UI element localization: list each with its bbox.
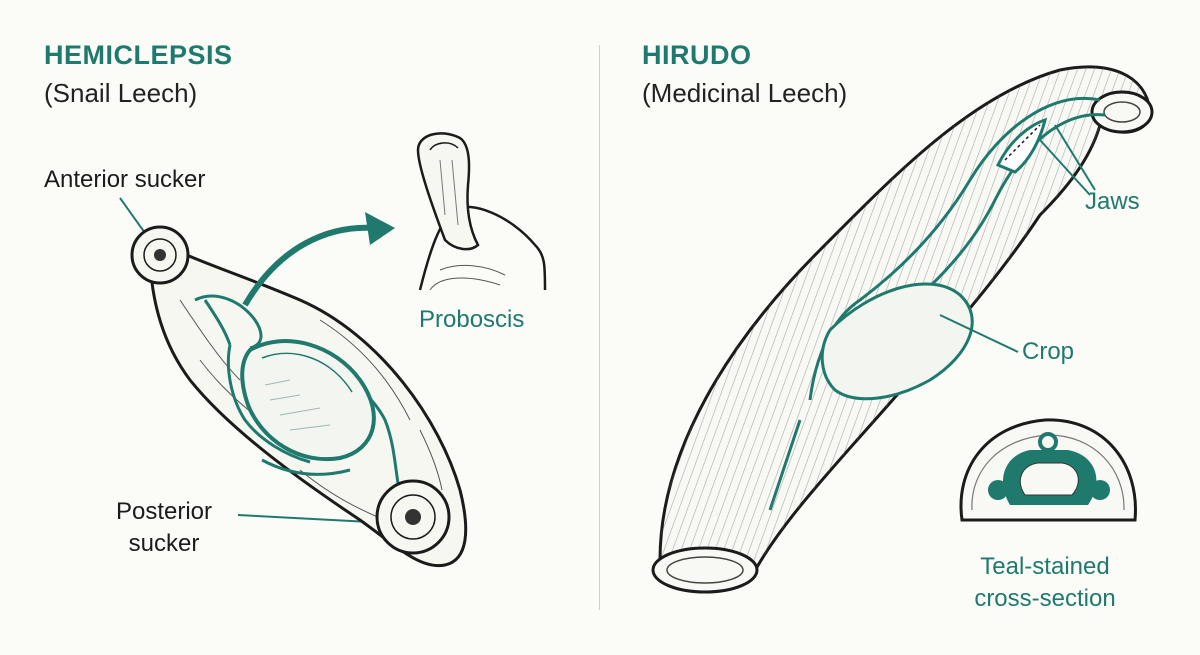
proboscis-arrow [242,224,376,307]
hemiclepsis-crop [240,339,376,462]
cross-section-label-line2: cross-section [974,585,1116,612]
hirudo-illustration [651,65,1154,594]
hemiclepsis-subtitle: (Snail Leech) [44,78,198,108]
hirudo-posterior-sucker [651,546,759,594]
hemiclepsis-title: HEMICLEPSIS [44,40,233,70]
posterior-sucker-label: Posterior sucker [104,496,224,560]
crop-label: Crop [1022,338,1075,365]
hirudo-jaws [995,117,1048,174]
anterior-sucker [130,225,190,285]
hemiclepsis-panel: HEMICLEPSIS (Snail Leech) Anterior sucke… [44,40,547,568]
cross-section [959,418,1137,522]
cross-section-label-line1: Teal-stained [980,553,1110,580]
hirudo-leaders [939,124,1096,353]
posterior-sucker-label-line1: Posterior [115,498,213,525]
hemiclepsis-illustration [119,132,547,568]
crop-inner-line [261,352,353,393]
cross-section-label: Teal-stained cross-section [945,551,1145,615]
hirudo-subtitle: (Medicinal Leech) [642,78,848,108]
hirudo-crop [820,282,974,401]
proboscis-inset [416,132,547,291]
proboscis-arrow-head [365,212,395,245]
anterior-sucker-label: Anterior sucker [44,166,206,193]
posterior-sucker-label-line2: sucker [128,530,200,557]
jaws-label: Jaws [1085,188,1140,215]
hirudo-anterior-sucker [1090,90,1154,134]
crop-texture [264,379,331,431]
posterior-sucker [375,479,451,555]
hirudo-title: HIRUDO [642,40,752,70]
hirudo-panel: HIRUDO (Medicinal Leech) Jaws Crop Teal-… [600,0,1200,655]
panel-divider [599,45,600,610]
proboscis-label: Proboscis [419,306,525,333]
jaws-leader-2 [1054,124,1096,191]
crop-leader [939,314,1019,353]
jaws-leader-1 [1039,139,1091,196]
